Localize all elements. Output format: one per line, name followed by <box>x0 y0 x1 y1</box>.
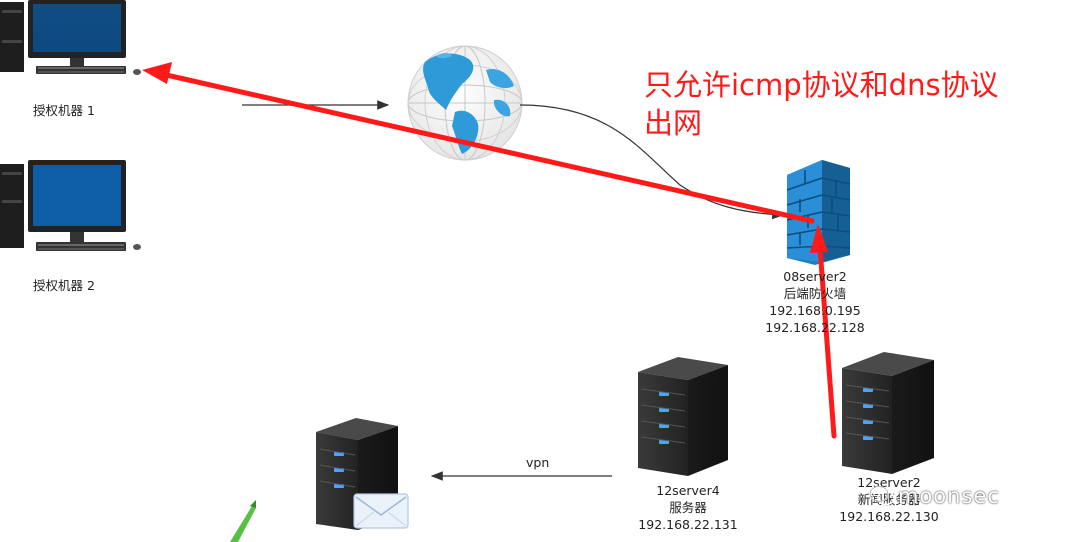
server4-label: 12server4 服务器 192.168.22.131 <box>633 482 743 533</box>
authorized-machine-1-icon <box>0 0 141 75</box>
annotation-line-1: 只允许icmp协议和dns协议 <box>644 68 999 102</box>
firewall-label: 08server2 后端防火墙 192.168.0.195 192.168.22… <box>760 268 870 336</box>
server2-name: 12server2 <box>857 475 921 490</box>
server4-icon <box>638 357 728 476</box>
firewall-ip-1: 192.168.0.195 <box>769 303 861 318</box>
green-pen-icon <box>230 500 256 542</box>
watermark-text: moonsec <box>898 484 1000 508</box>
authorized-machine-2-icon <box>0 160 141 251</box>
server2-icon <box>842 352 934 474</box>
authorized-machine-2-label: 授权机器 2 <box>33 278 95 293</box>
authorized-machine-1-label: 授权机器 1 <box>33 103 95 118</box>
edge-internet-to-firewall <box>519 104 785 220</box>
annotation-line-2: 出网 <box>644 106 703 140</box>
wechat-watermark-icon <box>869 485 895 506</box>
internet-globe-icon <box>407 45 523 161</box>
backend-firewall-icon <box>786 160 851 265</box>
server2-label: 12server2 新闻服务器 192.168.22.130 <box>834 474 944 525</box>
server4-ip: 192.168.22.131 <box>638 517 738 532</box>
server2-role: 新闻服务器 <box>857 492 921 507</box>
red-arrow-firewall-to-pc1 <box>142 62 815 224</box>
envelope-icon <box>353 493 409 529</box>
server2-ip: 192.168.22.130 <box>839 509 939 524</box>
firewall-ip-2: 192.168.22.128 <box>765 320 865 335</box>
server4-role: 服务器 <box>669 500 707 515</box>
vpn-edge-label: vpn <box>526 455 550 470</box>
firewall-name: 08server2 <box>783 269 847 284</box>
firewall-role: 后端防火墙 <box>783 286 847 301</box>
red-arrow-server2-to-firewall <box>810 224 837 439</box>
server4-name: 12server4 <box>656 483 720 498</box>
